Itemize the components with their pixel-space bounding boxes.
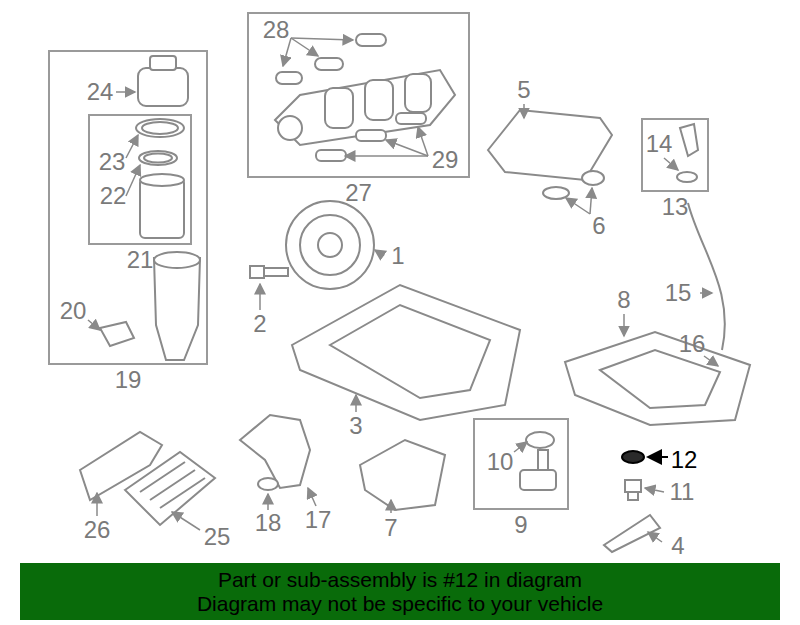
- callout-number: 3: [349, 413, 362, 439]
- notice-text: Diagram may not be specific to your vehi…: [197, 592, 603, 616]
- group-number: 13: [643, 194, 707, 220]
- callout-number: 2: [253, 311, 266, 337]
- callout-number: 4: [671, 533, 684, 559]
- callout-number: 17: [305, 507, 332, 533]
- part-drawings: [80, 34, 750, 552]
- group-number: 19: [50, 367, 206, 393]
- callout-number: 16: [679, 331, 706, 357]
- callout-number: 10: [487, 449, 514, 475]
- callout-number: 15: [665, 280, 692, 306]
- notice-band: Part or sub-assembly is #12 in diagramDi…: [20, 563, 780, 620]
- callout-number: 22: [100, 183, 127, 209]
- callout-number: 6: [592, 213, 605, 239]
- callout-number: 23: [99, 149, 126, 175]
- callout-number: 28: [263, 17, 290, 43]
- group-number: 21: [90, 247, 190, 273]
- group-box: 21: [88, 114, 192, 245]
- callout-number: 11: [670, 479, 695, 505]
- leader-lines: [88, 38, 718, 542]
- callout-number: 14: [646, 131, 673, 157]
- callout-number: 8: [617, 287, 630, 313]
- callout-number: 29: [432, 147, 459, 173]
- washer-12: [622, 451, 644, 463]
- callout-number: 25: [204, 524, 231, 550]
- leader-line-12: [648, 456, 668, 458]
- callout-number: 24: [87, 79, 114, 105]
- callout-number: 1: [391, 243, 404, 269]
- callout-number: 26: [84, 517, 111, 543]
- callout-number: 5: [517, 77, 530, 103]
- group-number: 27: [249, 180, 468, 206]
- callout-number: 20: [60, 298, 87, 324]
- callout-number: 12: [671, 447, 698, 473]
- notice-text: Part or sub-assembly is #12 in diagram: [218, 568, 582, 592]
- callout-number: 7: [384, 515, 397, 541]
- group-number: 9: [475, 512, 567, 538]
- callout-number: 18: [255, 510, 282, 536]
